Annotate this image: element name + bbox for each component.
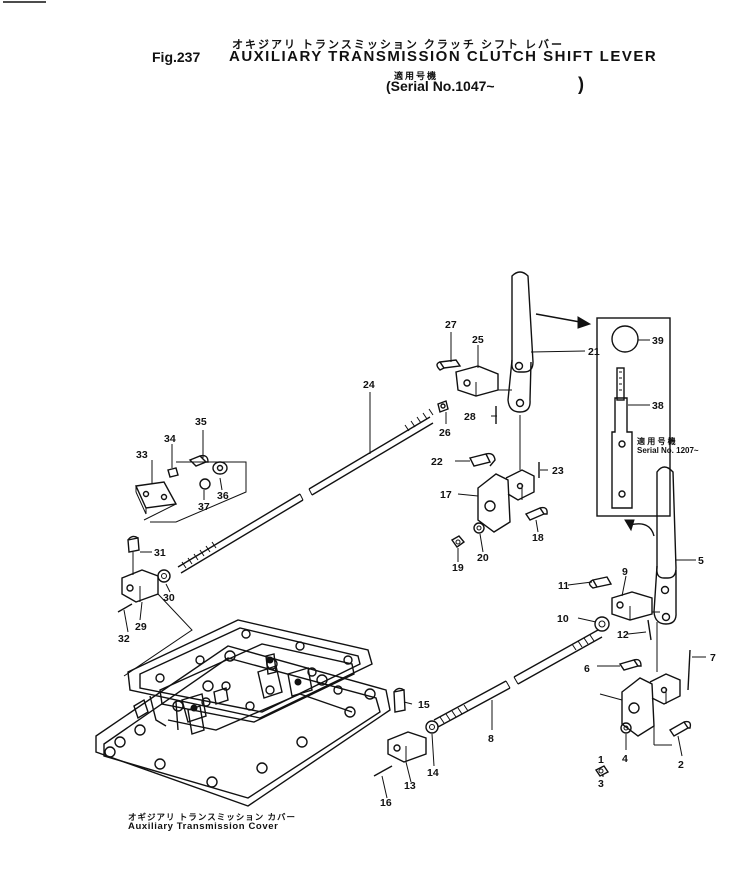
figure-number: Fig.237 bbox=[152, 49, 201, 65]
bracket-17-assembly bbox=[450, 415, 548, 548]
curved-arrow bbox=[624, 519, 655, 537]
clevis-13-assembly bbox=[373, 687, 439, 777]
part-label-29: 29 bbox=[135, 621, 147, 633]
part-label-15: 15 bbox=[418, 699, 430, 711]
rod-8 bbox=[433, 629, 603, 728]
bracket-33-assembly bbox=[134, 454, 247, 523]
part-label-16: 16 bbox=[380, 797, 392, 809]
serial-bracket-close: ) bbox=[578, 74, 584, 94]
serial-number: Serial No.1047~ bbox=[390, 78, 495, 94]
upper-lever bbox=[507, 271, 534, 413]
part-label-7: 7 bbox=[710, 652, 716, 664]
diagram-title: AUXILIARY TRANSMISSION CLUTCH SHIFT LEVE… bbox=[229, 48, 658, 65]
arrow-to-inset bbox=[535, 313, 592, 329]
part-label-3: 3 bbox=[598, 778, 604, 790]
part-label-6: 6 bbox=[584, 663, 590, 675]
part-label-5: 5 bbox=[698, 555, 704, 567]
part-label-14: 14 bbox=[427, 767, 439, 779]
part-label-28: 28 bbox=[464, 411, 476, 423]
part-label-35: 35 bbox=[195, 416, 207, 428]
part-label-37: 37 bbox=[198, 501, 210, 513]
cover-caption-japanese: オギジアリ トランスミッション カバー bbox=[128, 812, 297, 822]
part-label-4: 4 bbox=[622, 753, 628, 765]
part-label-2: 2 bbox=[678, 759, 684, 771]
clevis-29-assembly bbox=[117, 535, 193, 677]
part-label-30: 30 bbox=[163, 592, 175, 604]
inset-serial: Serial No. 1207~ bbox=[637, 446, 699, 455]
part-label-1: 1 bbox=[598, 754, 604, 766]
japanese-title: オキジアリ トランスミッション クラッチ シフト レバー bbox=[232, 39, 565, 51]
part-labels: 1 2 3 4 5 6 7 8 9 10 11 12 13 14 15 16 1… bbox=[118, 319, 716, 809]
part-label-10: 10 bbox=[557, 613, 569, 625]
part-label-12: 12 bbox=[617, 629, 629, 641]
part-label-23: 23 bbox=[552, 465, 564, 477]
part-label-39: 39 bbox=[652, 335, 664, 347]
part-label-19: 19 bbox=[452, 562, 464, 574]
knob-39 bbox=[611, 325, 639, 353]
inset-serial-japanese: 適 用 号 機 bbox=[637, 437, 676, 446]
part-label-33: 33 bbox=[136, 449, 148, 461]
part-label-38: 38 bbox=[652, 400, 664, 412]
part-label-13: 13 bbox=[404, 780, 416, 792]
part-label-20: 20 bbox=[477, 552, 489, 564]
lower-lever bbox=[653, 466, 677, 672]
part-label-18: 18 bbox=[532, 532, 544, 544]
part-label-24: 24 bbox=[363, 379, 375, 391]
part-label-9: 9 bbox=[622, 566, 628, 578]
clevis-9-assembly bbox=[588, 576, 660, 641]
part-label-17: 17 bbox=[440, 489, 452, 501]
part-label-34: 34 bbox=[164, 433, 176, 445]
part-label-22: 22 bbox=[431, 456, 443, 468]
part-label-8: 8 bbox=[488, 733, 494, 745]
part-label-27: 27 bbox=[445, 319, 457, 331]
transmission-cover bbox=[95, 619, 391, 807]
serial-range: (Serial No.1047~ bbox=[386, 78, 495, 94]
part-label-32: 32 bbox=[118, 633, 130, 645]
cover-caption-english: Auxiliary Transmission Cover bbox=[128, 821, 279, 832]
part-label-26: 26 bbox=[439, 427, 451, 439]
inset-box bbox=[596, 317, 671, 517]
leader-lines bbox=[123, 332, 706, 799]
part-label-11: 11 bbox=[558, 580, 569, 592]
part-label-31: 31 bbox=[154, 547, 166, 559]
serial-japanese: 適用号機 bbox=[394, 71, 439, 81]
part-label-36: 36 bbox=[217, 490, 229, 502]
part-label-25: 25 bbox=[472, 334, 484, 346]
bracket-1-assembly bbox=[594, 649, 692, 777]
part-label-21: 21 bbox=[588, 346, 600, 358]
